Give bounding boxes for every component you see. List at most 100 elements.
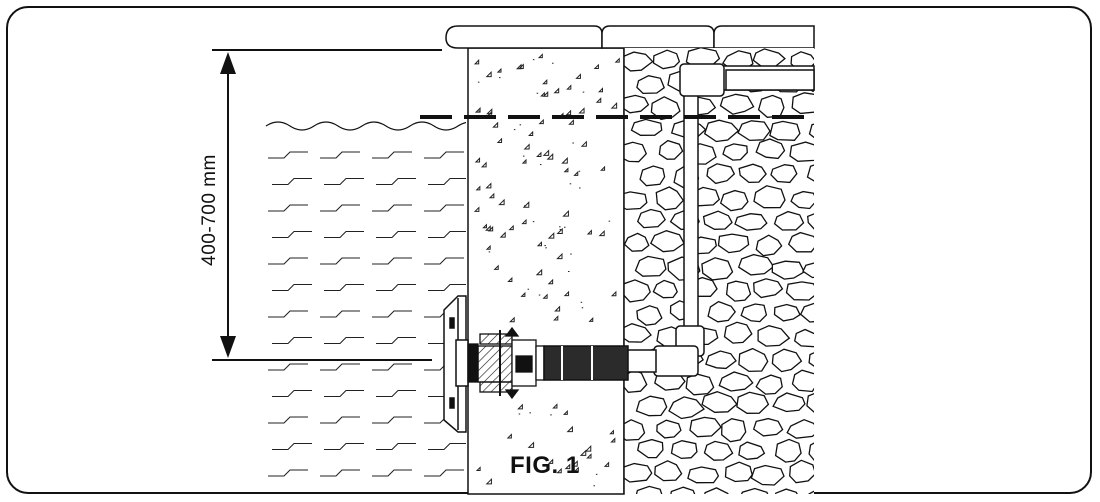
water-mark xyxy=(372,257,412,265)
stone xyxy=(772,392,806,413)
stone xyxy=(787,231,814,253)
water-mark xyxy=(376,283,416,292)
aggregate-mark xyxy=(509,316,515,323)
stone xyxy=(793,328,814,348)
aggregate-mark xyxy=(561,157,568,164)
aggregate-mark xyxy=(610,290,617,297)
stone xyxy=(774,438,802,463)
aggregate-mark xyxy=(547,458,554,464)
water-mark xyxy=(272,336,312,345)
aggregate-mark xyxy=(521,158,527,164)
coping-stones xyxy=(445,25,815,49)
stone xyxy=(723,321,753,344)
water-mark xyxy=(372,469,412,477)
aggregate-mark xyxy=(475,185,481,191)
stone xyxy=(718,371,754,392)
stone xyxy=(624,141,648,163)
stone xyxy=(670,486,696,494)
aggregate-mark xyxy=(598,229,605,237)
water-mark xyxy=(376,442,416,451)
stone xyxy=(719,189,749,212)
aggregate-mark xyxy=(537,53,543,59)
water-mark xyxy=(376,336,416,345)
stone xyxy=(703,440,734,461)
dimension-marker xyxy=(212,49,442,361)
aggregate-mark xyxy=(475,466,481,472)
aggregate-mark xyxy=(521,218,527,225)
stone xyxy=(771,260,806,280)
stone xyxy=(808,490,814,494)
stone xyxy=(737,120,771,142)
aggregate-mark xyxy=(610,102,618,109)
stone xyxy=(738,441,766,460)
water-mark xyxy=(320,204,360,212)
aggregate-mark xyxy=(536,151,542,157)
aggregate-mark xyxy=(563,167,569,173)
aggregate-mark xyxy=(556,252,563,260)
aggregate-mark xyxy=(562,409,568,415)
aggregate-mark xyxy=(485,71,492,78)
stone xyxy=(724,461,753,483)
stone xyxy=(624,51,654,72)
figure-caption: FIG. 1 xyxy=(510,452,580,479)
water-mark xyxy=(428,442,466,451)
stone xyxy=(757,325,791,347)
aggregate-mark xyxy=(593,63,599,70)
water-mark xyxy=(272,230,312,239)
stone xyxy=(773,210,805,231)
concrete-wall xyxy=(467,47,625,495)
stone xyxy=(771,348,803,373)
stone xyxy=(806,393,814,413)
stone xyxy=(707,300,737,323)
stone xyxy=(808,352,814,367)
stone xyxy=(624,279,651,303)
aggregate-mark xyxy=(568,119,574,125)
aggregate-mark xyxy=(595,97,602,103)
water-mark xyxy=(320,416,360,424)
aggregate-mark xyxy=(571,460,578,467)
water-mark xyxy=(320,257,360,265)
water-mark xyxy=(272,177,312,186)
water-mark xyxy=(376,389,416,398)
stone xyxy=(808,123,814,139)
stone xyxy=(706,163,736,185)
aggregate-mark xyxy=(488,192,495,199)
water-mark xyxy=(268,257,308,265)
stone xyxy=(755,374,783,395)
water-mark xyxy=(272,389,312,398)
stone xyxy=(807,213,814,230)
aggregate-mark xyxy=(474,106,481,113)
aggregate-mark xyxy=(564,463,571,470)
stone xyxy=(755,138,786,160)
aggregate-mark xyxy=(482,223,487,229)
water-mark xyxy=(268,416,308,424)
aggregate-mark xyxy=(480,161,487,168)
stone xyxy=(624,191,648,211)
stone xyxy=(670,440,698,460)
aggregate-mark xyxy=(586,229,592,235)
water-mark xyxy=(324,389,364,398)
stone xyxy=(789,459,814,484)
aggregate-mark xyxy=(527,441,535,448)
stone xyxy=(701,257,734,281)
water-mark xyxy=(372,363,412,371)
aggregate-mark xyxy=(535,268,543,276)
stone xyxy=(630,118,663,136)
stone xyxy=(722,143,748,161)
aggregate-mark xyxy=(528,130,534,136)
stone xyxy=(790,190,814,210)
stone xyxy=(738,163,767,184)
stone xyxy=(740,487,769,494)
aggregate-mark xyxy=(547,278,554,285)
aggregate-mark xyxy=(517,403,523,410)
feed-pipe xyxy=(623,63,815,377)
water-mark xyxy=(268,363,308,371)
stone xyxy=(639,165,666,187)
stone-fill xyxy=(624,48,814,494)
aggregate-mark xyxy=(485,225,491,231)
stone xyxy=(770,164,798,184)
pipe-sleeve xyxy=(543,345,629,381)
aggregate-mark xyxy=(614,57,620,63)
water-mark xyxy=(376,230,416,239)
water-mark xyxy=(424,257,464,265)
